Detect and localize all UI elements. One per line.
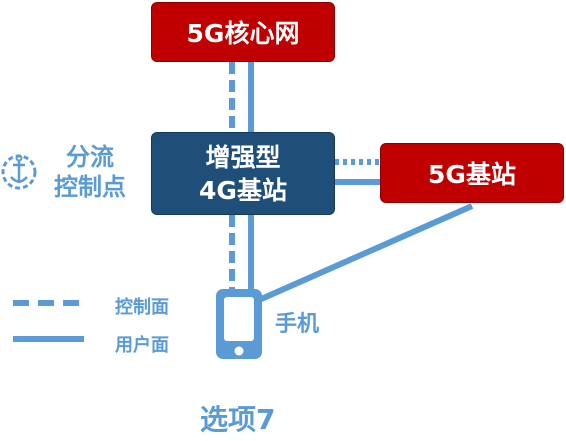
split-point-icon [1,154,37,190]
legend-user-plane-label: 用户面 [115,335,169,356]
5g-station-label: 5G基站 [428,160,516,189]
phone-label: 手机 [275,312,320,337]
user-link-nr-phone [257,203,474,303]
split-point-line2: 控制点 [54,173,126,201]
split-point-line1: 分流 [66,143,114,171]
enhanced-4g-station-line1: 增强型 [205,142,281,172]
option-label: 选项7 [200,403,276,436]
core-network-box: 5G核心网 [151,2,335,62]
enhanced-4g-station-line2: 4G基站 [199,175,287,205]
legend-control-plane-label: 控制面 [115,297,169,318]
core-network-label: 5G核心网 [186,19,300,48]
5g-station-box: 5G基站 [380,143,564,203]
split-point-label: 分流 控制点 [50,142,130,202]
enhanced-4g-station-box: 增强型 4G基站 [151,132,335,215]
phone-icon [216,289,262,359]
